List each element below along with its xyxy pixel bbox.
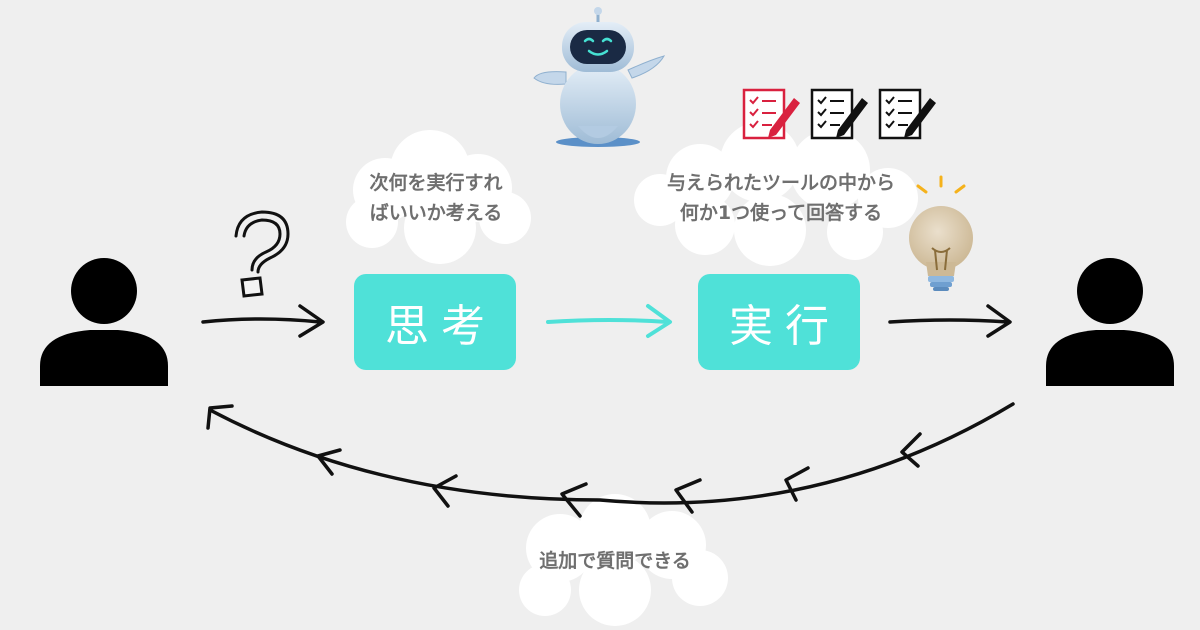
followup-cloud-line: 追加で質問できる [539,550,691,572]
followup-cloud-text: 追加で質問できる [520,546,710,576]
arrow-user-to-think [201,304,325,338]
checklist-icon [742,88,800,140]
cloud-followup [519,494,728,626]
execute-cloud-line-2: 何か1つ使って回答する [679,202,883,224]
question-mark-icon [234,210,290,298]
cloud-execute [634,122,918,266]
checklist-icon [810,88,868,140]
execute-node-label: 実行 [729,301,841,352]
cloud-think [346,130,531,264]
right-user-icon [1046,258,1174,386]
robot-icon [533,7,666,147]
left-user-icon [40,258,168,386]
execute-cloud-line-1: 与えられたツールの中から [666,172,895,194]
lightbulb-icon [909,175,973,291]
checklist-icon [878,88,936,140]
think-cloud-text: 次何を実行すれ ばいいか考える [336,168,536,228]
arrow-return-curve [206,402,1015,518]
think-cloud-line-1: 次何を実行すれ [369,172,503,194]
think-cloud-line-2: ばいいか考える [369,202,503,224]
arrow-execute-to-user [888,304,1012,338]
execute-cloud-text: 与えられたツールの中から 何か1つ使って回答する [636,168,926,228]
arrow-think-to-execute [546,304,672,338]
execute-node: 実行 [698,274,860,370]
think-node-label: 思考 [385,301,497,352]
think-node: 思考 [354,274,516,370]
